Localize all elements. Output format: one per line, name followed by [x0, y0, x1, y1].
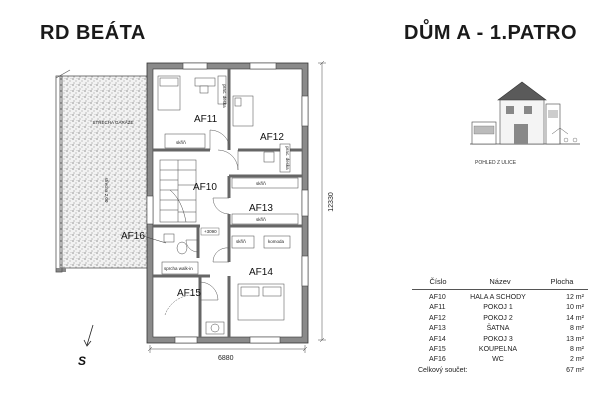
room-af16: AF16: [121, 231, 145, 242]
wardrobe-af13-bottom: skříň: [256, 217, 266, 222]
furniture-af13: [231, 177, 299, 225]
room-af11: AF11: [194, 114, 218, 125]
furniture-af14: [231, 235, 291, 321]
street-elevation: [470, 81, 580, 145]
header-area: Plocha: [550, 277, 574, 286]
row-number: AF14: [429, 335, 446, 343]
windows: [146, 62, 309, 344]
row-area: 13 m²: [566, 335, 584, 343]
height-label: 12330: [328, 192, 335, 212]
room-schedule-table: Číslo Název Plocha AF10 HALA A SCHODY 12…: [412, 277, 588, 376]
wardrobe-af11: skříň: [176, 140, 186, 145]
table-row: AF11 POKOJ 1 10 m²: [412, 303, 588, 313]
table-total-row: Celkový součet: 67 m²: [412, 366, 588, 376]
total-area: 67 m²: [566, 366, 584, 374]
row-number: AF16: [429, 356, 446, 364]
room-af10: AF10: [193, 182, 217, 193]
table-row: AF15 KOUPELNA 8 m²: [412, 345, 588, 355]
dresser-af14: komoda: [268, 239, 285, 244]
dimension-height: [318, 60, 326, 343]
room-af12: AF12: [260, 132, 284, 143]
row-area: 14 m²: [566, 314, 584, 322]
shower-label: sprcha walk-in: [164, 266, 193, 271]
row-name: ŠATNA: [486, 325, 510, 333]
fixtures-bathroom: [205, 321, 225, 335]
row-area: 10 m²: [566, 304, 584, 312]
row-number: AF12: [429, 314, 446, 322]
row-name: HALA A SCHODY: [470, 294, 526, 301]
table-row: AF14 POKOJ 3 13 m²: [412, 335, 588, 345]
north-arrow-icon: [83, 324, 94, 347]
wardrobe-af13-top: skříň: [256, 181, 266, 186]
table-row: AF13 ŠATNA 8 m²: [412, 324, 588, 334]
furniture-af11: [157, 75, 227, 149]
row-number: AF15: [429, 345, 446, 353]
staircase: [159, 159, 197, 223]
floor-title: DŮM A - 1.PATRO: [404, 22, 578, 44]
row-area: 12 m²: [566, 294, 584, 301]
compass-label: S: [78, 354, 86, 368]
fixtures-wc: [161, 233, 199, 275]
room-af15: AF15: [177, 288, 201, 299]
table-row: AF12 POKOJ 2 14 m²: [412, 314, 588, 324]
project-title: RD BEÁTA: [40, 22, 146, 44]
row-number: AF11: [429, 304, 446, 312]
doors: [164, 129, 239, 316]
header-number: Číslo: [429, 277, 447, 286]
stair-level-mark: +3090: [204, 229, 217, 234]
wardrobe-af14: skříň: [236, 239, 246, 244]
dimension-width: [147, 345, 308, 353]
row-name: POKOJ 1: [483, 304, 513, 312]
row-area: 8 m²: [569, 345, 584, 353]
elevation-caption: POHLED Z ULICE: [475, 160, 517, 166]
room-af13: AF13: [249, 203, 273, 214]
row-number: AF13: [429, 325, 446, 333]
row-area: 2 m²: [569, 356, 584, 364]
row-number: AF10: [429, 294, 446, 301]
table-row: AF16 WC 2 m²: [412, 355, 588, 365]
roof-side-label: střecha 2,00: [104, 178, 109, 203]
room-af14: AF14: [249, 267, 273, 278]
row-name: POKOJ 3: [483, 335, 513, 343]
desk-af12: prac. deska: [285, 146, 290, 170]
total-label: Celkový součet:: [418, 366, 468, 374]
roof-label: STŘECHA GARÁŽE: [92, 118, 133, 125]
row-name: KOUPELNA: [478, 345, 518, 353]
row-area: 8 m²: [569, 325, 584, 333]
width-label: 6880: [218, 355, 234, 362]
table-header: Číslo Název Plocha: [412, 277, 588, 290]
desk-af11: prac. deska: [222, 84, 227, 108]
table-row: AF10 HALA A SCHODY 12 m²: [412, 293, 588, 303]
garage-roof: STŘECHA GARÁŽE střecha 2,00: [55, 69, 153, 273]
header-name: Název: [489, 277, 511, 286]
af16-leader: [142, 235, 167, 244]
row-name: POKOJ 2: [483, 314, 513, 322]
interior-walls: [153, 69, 302, 337]
furniture-af12: [232, 95, 291, 173]
row-name: WC: [492, 356, 504, 364]
